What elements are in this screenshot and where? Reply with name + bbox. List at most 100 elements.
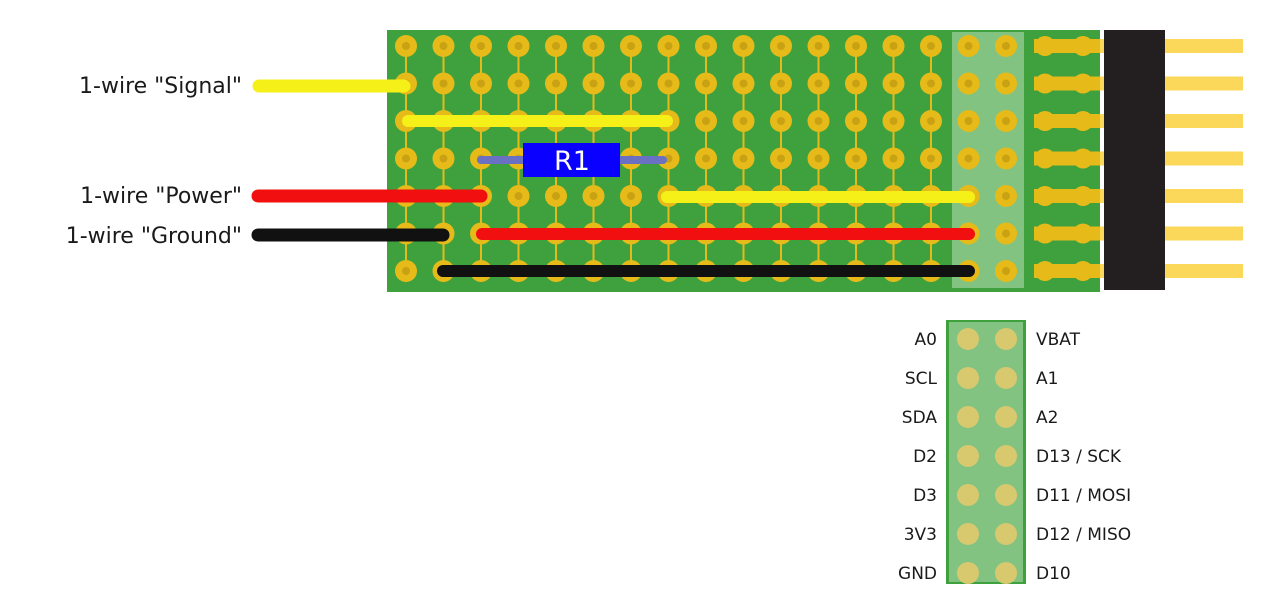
pad-hole — [402, 154, 410, 163]
pinout-right-label: D12 / MISO — [1036, 525, 1131, 545]
pinout-pad — [957, 445, 979, 467]
pinout-pad — [995, 445, 1017, 467]
pad-hole — [927, 117, 935, 125]
pad-hole — [702, 79, 710, 88]
pinout-left-label: D3 — [913, 486, 937, 506]
pinout-right-label: D10 — [1036, 564, 1071, 584]
pad-hole — [1002, 79, 1010, 88]
pad-hole — [664, 79, 673, 88]
pinout-pads — [957, 328, 1017, 584]
pinout-left-label: GND — [898, 564, 937, 584]
pad-hole — [777, 79, 785, 88]
pad-hole — [477, 79, 485, 88]
pad-hole — [739, 117, 748, 125]
pad-hole — [589, 42, 598, 50]
pin-header-connector — [1100, 30, 1243, 290]
pinout-pad — [995, 562, 1017, 584]
pad-hole — [814, 79, 823, 88]
pad-hole — [664, 42, 673, 50]
header-solder-pad — [1035, 36, 1055, 56]
resistor-label: R1 — [554, 146, 590, 177]
pad-hole — [964, 79, 973, 88]
pad-hole — [889, 117, 898, 125]
pad-hole — [889, 42, 898, 50]
pad-hole — [777, 154, 785, 163]
header-solder-pad — [1073, 73, 1093, 94]
resistor-body — [523, 143, 620, 177]
pinout-pad — [995, 367, 1017, 389]
pad-hole — [552, 192, 560, 200]
pinout-pad — [957, 328, 979, 350]
header-solder-pad — [1035, 111, 1055, 131]
pinout-right-label: D11 / MOSI — [1036, 486, 1131, 506]
header-solder-pad — [1035, 186, 1055, 206]
header-solder-pad — [1073, 186, 1093, 206]
pinout-right-label: VBAT — [1036, 330, 1081, 350]
pinout-pad — [995, 484, 1017, 506]
pinout-pad — [957, 484, 979, 506]
pad-hole — [439, 154, 448, 163]
board-jumpers — [402, 115, 975, 277]
pad-hole — [514, 79, 523, 88]
pinout-pad — [995, 406, 1017, 428]
pinout-pad — [957, 562, 979, 584]
pad-hole — [852, 154, 860, 163]
pad-hole — [514, 42, 523, 50]
pad-hole — [739, 79, 748, 88]
pad-hole — [1002, 154, 1010, 163]
pad-hole — [964, 154, 973, 163]
pad-hole — [777, 42, 785, 50]
power-wire-label: 1-wire "Power" — [80, 184, 242, 209]
pad-hole — [589, 192, 598, 200]
pinout-left-label: SDA — [902, 408, 938, 428]
pad-hole — [552, 79, 560, 88]
pinout-right-label: A1 — [1036, 369, 1058, 389]
pad-hole — [889, 154, 898, 163]
pinout-pad — [957, 523, 979, 545]
pad-hole — [889, 79, 898, 88]
pad-hole — [627, 192, 635, 200]
pinout-pad — [995, 523, 1017, 545]
pad-hole — [852, 42, 860, 50]
pad-hole — [402, 267, 410, 275]
header-solder-pad — [1073, 223, 1093, 244]
header-solder-pad — [1035, 148, 1055, 169]
pad-hole — [552, 42, 560, 50]
pad-hole — [739, 42, 748, 50]
header-solder-pad — [1073, 36, 1093, 56]
pad-hole — [814, 117, 823, 125]
pad-hole — [814, 42, 823, 50]
pad-hole — [1002, 42, 1010, 50]
header-solder-pad — [1035, 73, 1055, 94]
pad-hole — [702, 117, 710, 125]
pinout-right-label: A2 — [1036, 408, 1058, 428]
pad-hole — [927, 154, 935, 163]
pad-hole — [589, 79, 598, 88]
pad-hole — [477, 42, 485, 50]
pad-hole — [439, 42, 448, 50]
resistor-r1: R1 — [477, 143, 667, 177]
header-solder-pad — [1073, 111, 1093, 131]
pad-hole — [402, 42, 410, 50]
pinout-left-label: D2 — [913, 447, 937, 467]
pad-hole — [702, 42, 710, 50]
pad-hole — [927, 42, 935, 50]
pad-hole — [964, 117, 973, 125]
ground-wire-label: 1-wire "Ground" — [66, 224, 242, 249]
pad-hole — [514, 192, 523, 200]
pad-hole — [439, 79, 448, 88]
pinout-left-label: SCL — [905, 369, 938, 389]
external-leads — [251, 79, 488, 242]
pad-hole — [1002, 229, 1010, 238]
signal-wire-label: 1-wire "Signal" — [79, 74, 242, 99]
pinout-pad — [995, 328, 1017, 350]
pinout-left-label: 3V3 — [904, 525, 937, 545]
connector-body — [1104, 30, 1165, 290]
pinout-pad — [957, 367, 979, 389]
header-solder-pad — [1035, 223, 1055, 244]
